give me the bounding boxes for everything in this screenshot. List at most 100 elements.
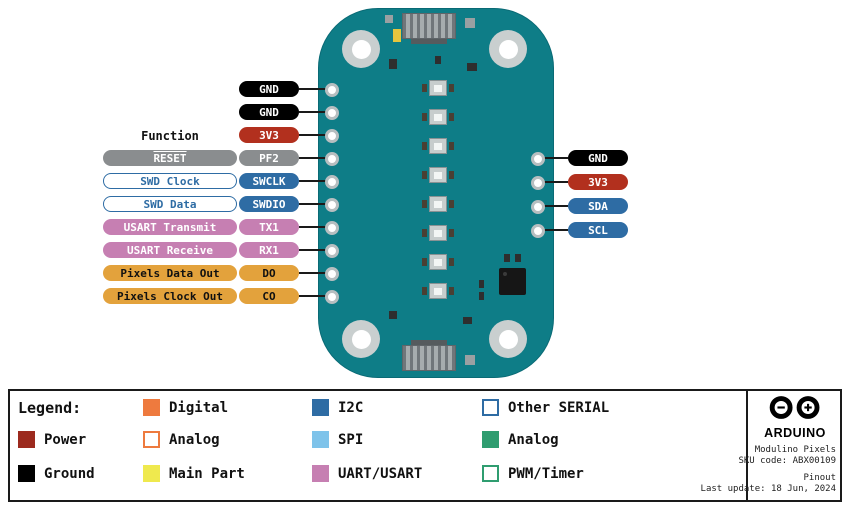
passive-component (479, 280, 484, 288)
leader-line (299, 226, 332, 228)
function-pill: SWD Clock (103, 173, 237, 189)
pin-label-pill: SDA (568, 198, 628, 214)
legend-label: Main Part (169, 465, 245, 482)
legend-swatch (143, 465, 160, 482)
pin-label-pill: SWCLK (239, 173, 299, 189)
legend-item: Power (18, 431, 86, 448)
pin-hole (325, 175, 339, 189)
mounting-hole (489, 30, 527, 68)
led-module (422, 283, 454, 299)
led-module (422, 167, 454, 183)
pin-hole (325, 267, 339, 281)
function-pill: RESET (103, 150, 237, 166)
passive-component (389, 311, 397, 319)
leader-line (299, 249, 332, 251)
legend-label: Analog (169, 431, 220, 448)
led-module (422, 80, 454, 96)
leader-line (299, 134, 332, 136)
leader-line (537, 181, 568, 183)
pin-row: SCL (537, 222, 628, 238)
legend-label: Power (44, 431, 87, 448)
legend-item: Analog (143, 431, 220, 448)
right-pin-labels: GND 3V3 SDA SCL (537, 150, 628, 238)
arduino-brand: ARDUINO (750, 394, 840, 440)
legend-label: UART/USART (338, 465, 423, 482)
pin-label-pill: SCL (568, 222, 628, 238)
legend-title: Legend: (18, 399, 82, 417)
pin-hole (531, 200, 545, 214)
legend-swatch (312, 431, 329, 448)
pin-row: GND (103, 81, 332, 97)
smd-pad (465, 355, 475, 365)
leader-line (299, 180, 332, 182)
ic-chip (499, 268, 526, 295)
function-pill: Pixels Data Out (103, 265, 237, 281)
smd-pad (465, 18, 475, 28)
pin-label-pill: DO (239, 265, 299, 281)
passive-component (504, 254, 510, 262)
yellow-component (393, 29, 401, 42)
doc-type: Pinout (803, 472, 836, 483)
legend-item: Digital (143, 399, 228, 416)
pin-label-pill: GND (568, 150, 628, 166)
pin-label-pill: 3V3 (239, 127, 299, 143)
legend-swatch (18, 431, 35, 448)
pin-row: 3V3 (537, 174, 628, 190)
leader-line (299, 203, 332, 205)
leader-line (537, 205, 568, 207)
mounting-hole (342, 30, 380, 68)
leader-line (299, 157, 332, 159)
pin-hole (325, 106, 339, 120)
pin-hole (531, 224, 545, 238)
passive-component (463, 317, 472, 324)
legend-item: UART/USART (312, 465, 422, 482)
pin-label-pill: SWDIO (239, 196, 299, 212)
pin-row: 3V3 (103, 127, 332, 143)
legend-label: SPI (338, 431, 364, 448)
pin-label-pill: GND (239, 104, 299, 120)
function-column-header: Function (141, 129, 199, 143)
led-module (422, 225, 454, 241)
product-name: Modulino Pixels (754, 445, 836, 455)
pin-hole (325, 198, 339, 212)
pin-hole (325, 221, 339, 235)
legend-item: Analog (482, 431, 559, 448)
passive-component (467, 63, 477, 71)
pin-label-pill: TX1 (239, 219, 299, 235)
mounting-hole (342, 320, 380, 358)
legend-label: Digital (169, 399, 229, 416)
legend-swatch (482, 431, 499, 448)
leader-line (299, 295, 332, 297)
passive-component (479, 292, 484, 300)
legend-item: SPI (312, 431, 363, 448)
pin-row: SDA (537, 198, 628, 214)
doc-meta: Modulino Pixels SKU code: ABX00109 Pinou… (666, 445, 836, 495)
smd-pad (385, 15, 393, 23)
brand-name: ARDUINO (764, 426, 826, 440)
function-pill: Pixels Clock Out (103, 288, 237, 304)
pin-label-pill: PF2 (239, 150, 299, 166)
pin-hole (531, 152, 545, 166)
legend-label: Ground (44, 465, 95, 482)
pin-row: GND (537, 150, 628, 166)
mounting-hole (489, 320, 527, 358)
function-pill: USART Receive (103, 242, 237, 258)
passive-component (435, 56, 441, 64)
pin-hole (531, 176, 545, 190)
connector-teeth (411, 340, 447, 345)
legend-label: I2C (338, 399, 364, 416)
pin-label-pill: 3V3 (568, 174, 628, 190)
legend-item: I2C (312, 399, 363, 416)
qwiic-connector-bottom (402, 345, 456, 371)
sku-code: SKU code: ABX00109 (738, 456, 836, 467)
leader-line (537, 229, 568, 231)
legend-swatch (312, 399, 329, 416)
